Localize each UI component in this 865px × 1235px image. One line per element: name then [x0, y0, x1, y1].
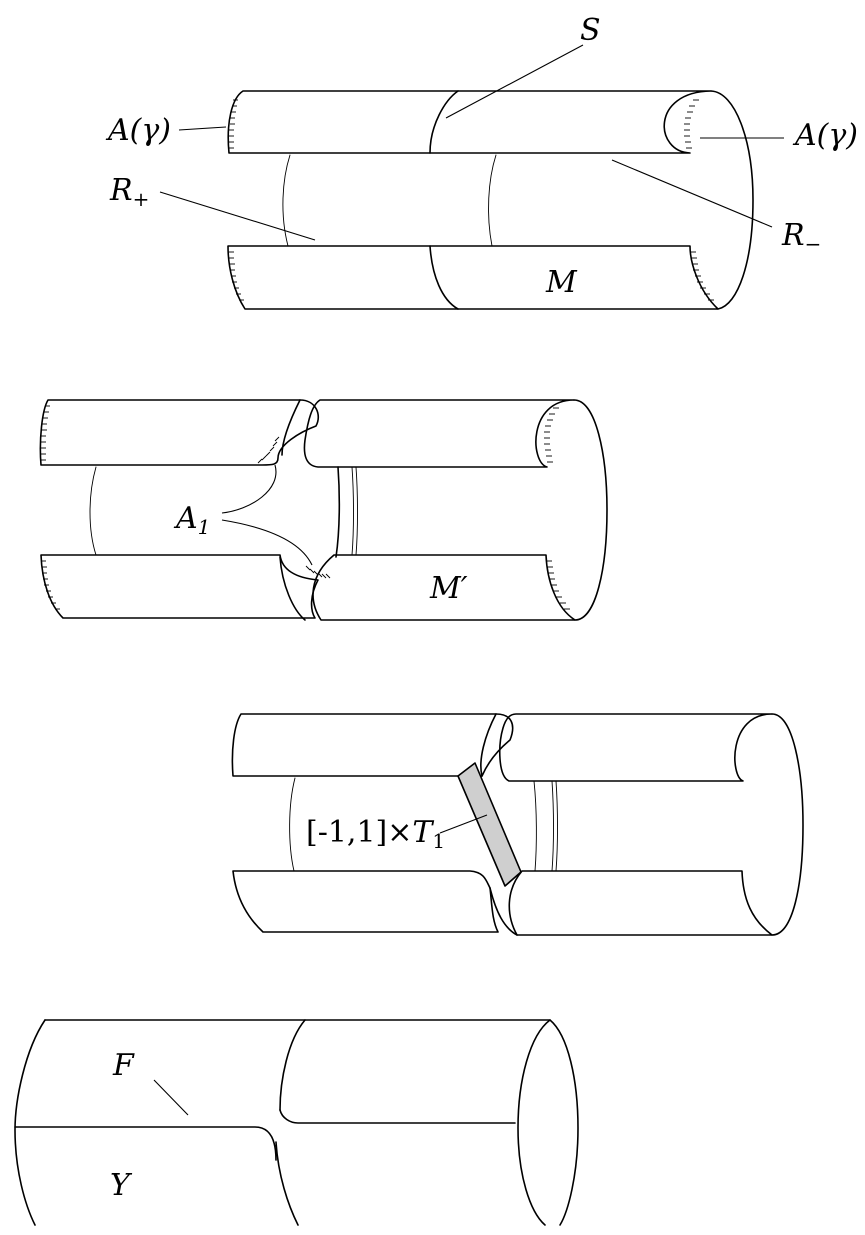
- label-f: F: [112, 1048, 135, 1083]
- panel4-surface-s-upper: [279, 1019, 306, 1111]
- panel4-f-surface: [14, 1109, 516, 1161]
- label-product-band-sub: 1: [432, 829, 445, 853]
- panel2-hatch-upper-left: [41, 405, 50, 461]
- panel2-hatch-upper-right: [544, 407, 559, 463]
- panel-3-product-region: [-1,1]×T1: [231, 713, 804, 936]
- label-a1-base: A: [173, 501, 198, 536]
- panel4-right-end-ellipse: [517, 1019, 579, 1226]
- panel2-right-upper-shell: [303, 399, 575, 468]
- panel1-hatch-lower-right: [690, 251, 714, 301]
- panel3-right-upper-shell: [499, 713, 773, 782]
- panel2-inner-arc-left: [89, 466, 97, 556]
- label-r-plus: R+: [109, 173, 149, 211]
- label-m-prime: M′: [429, 571, 468, 606]
- panel1-lower-shell: [227, 245, 719, 310]
- panel1-hatch-upper-left: [229, 99, 238, 149]
- panel3-inner-arc-right-c: [555, 780, 558, 872]
- panel3-left-upper-shell: [231, 713, 514, 777]
- panel3-inner-arc-left: [289, 777, 296, 872]
- label-r-minus-base: R: [781, 218, 805, 253]
- panel1-hatch-lower-left: [229, 251, 244, 301]
- label-a1-sub: 1: [198, 515, 211, 539]
- label-product-band-base: T: [412, 815, 434, 850]
- panel1-inner-arc-left: [282, 154, 291, 247]
- panel1-surface-s-upper: [429, 90, 459, 154]
- label-a1: A1: [173, 501, 210, 539]
- panel3-inner-arc-right-b: [551, 780, 554, 872]
- panel2-right-end-ellipse: [573, 399, 608, 621]
- panel3-neck-top: [480, 713, 497, 777]
- panel1-leader-r-plus: [159, 191, 316, 241]
- panel1-leader-s: [445, 44, 584, 119]
- label-y: Y: [110, 1168, 133, 1203]
- panel1-hatch-upper-right: [684, 99, 699, 149]
- label-product-band-prefix: [-1,1]×: [306, 815, 412, 850]
- label-product-band: [-1,1]×T1: [306, 815, 445, 853]
- panel2-neck-top: [281, 399, 301, 456]
- panel1-upper-shell: [227, 90, 712, 154]
- panel1-leader-a-gamma-left: [178, 126, 227, 131]
- panel2-leader-a1-upper: [221, 464, 277, 514]
- label-r-minus-sub: −: [805, 232, 822, 256]
- panel3-product-band: [457, 762, 522, 887]
- panel4-left-arc: [14, 1019, 46, 1226]
- panel1-inner-arc-middle: [488, 154, 497, 247]
- label-s: S: [580, 13, 601, 48]
- panel-2-cylinder-m-prime: A1 M′: [39, 399, 608, 621]
- panel3-right-end-ellipse: [771, 713, 804, 936]
- panel2-neck-bottom: [279, 556, 306, 621]
- label-m: M: [545, 265, 578, 300]
- panel1-right-end-ellipse: [710, 90, 754, 310]
- panel3-right-lower-shell: [508, 870, 773, 936]
- panel2-inner-arc-right-a: [351, 466, 354, 556]
- panel1-surface-s-lower: [429, 245, 459, 310]
- panel2-inner-arc-wall: [335, 466, 341, 558]
- label-a-gamma-left: A(γ): [105, 113, 171, 148]
- panel-4-cylinder-y: F Y: [14, 1019, 579, 1226]
- panel2-hatch-a1-upper: [257, 436, 280, 464]
- panel2-left-upper-shell: [39, 399, 320, 466]
- label-r-plus-base: R: [109, 173, 133, 208]
- panel3-inner-arc-right-a: [533, 780, 537, 872]
- label-r-minus: R−: [781, 218, 821, 256]
- panel3-leader-band: [439, 814, 488, 834]
- panel3-neck-bottom: [489, 887, 518, 936]
- panel4-surface-s-lower: [275, 1141, 299, 1226]
- label-a-gamma-right: A(γ): [792, 118, 858, 153]
- panel4-leader-f: [153, 1079, 189, 1116]
- panel2-hatch-a1-lower: [305, 565, 331, 579]
- panel3-left-lower-shell: [232, 870, 499, 933]
- panel2-inner-arc-right-b: [355, 466, 358, 556]
- panel2-left-lower-shell: [40, 554, 319, 619]
- panel2-hatch-lower-left: [41, 560, 60, 610]
- panel1-leader-r-minus: [611, 159, 773, 228]
- panel2-leader-a1-lower: [221, 519, 313, 566]
- label-r-plus-sub: +: [133, 187, 150, 211]
- panel-1-cylinder-m: S A(γ) A(γ) R+ R− M: [105, 13, 858, 310]
- panel2-hatch-lower-right: [546, 560, 570, 610]
